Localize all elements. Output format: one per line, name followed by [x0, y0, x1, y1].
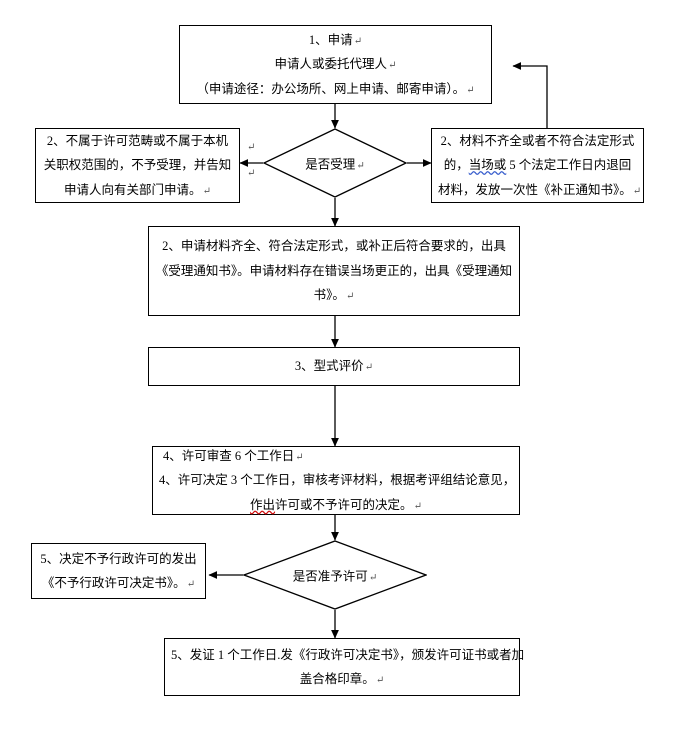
node-type-evaluation[interactable]: 3、型式评价↵	[148, 347, 520, 386]
node-refuse-license-line-1: 5、决定不予行政许可的发出	[40, 551, 197, 566]
node-apply[interactable]: 1、申请↵ 申请人或委托代理人↵ （申请途径：办公场所、网上申请、邮寄申请）。↵	[179, 25, 492, 104]
node-incomplete-materials[interactable]: 2、材料不齐全或者不符合法定形式 的，当场或 5 个法定工作日内退回 材料，发放…	[431, 128, 644, 203]
paragraph-mark-icon: ↵	[353, 35, 363, 47]
paragraph-mark-icon: ↵	[368, 572, 378, 584]
node-reject-scope-line-1: 2、不属于许可范畴或不属于本机	[46, 133, 229, 148]
node-grant-decision[interactable]: 是否准予许可↵	[243, 540, 427, 610]
paragraph-mark-icon: ↵	[202, 185, 211, 197]
node-accepted[interactable]: 2、申请材料齐全、符合法定形式，或补正后符合要求的，出具 《受理通知书》。申请材…	[148, 226, 520, 316]
node-accepted-line-2: 《受理通知书》。申请材料存在错误当场更正的，出具《受理通知	[155, 263, 513, 278]
paragraph-mark-icon: ↵	[466, 84, 475, 96]
paragraph-mark-icon: ↵	[632, 185, 642, 197]
node-accept-decision-label: 是否受理↵	[305, 157, 365, 172]
node-issue-license-line-2: 盖合格印章。↵	[299, 672, 385, 686]
node-review-line-3: 作出许可或不予许可的决定。↵	[250, 497, 422, 512]
node-incomplete-materials-line-1: 2、材料不齐全或者不符合法定形式	[440, 133, 635, 148]
node-accepted-line-3: 书》。↵	[313, 288, 355, 303]
node-reject-scope-line-3: 申请人向有关部门申请。↵	[64, 182, 211, 197]
node-review-line-1: 4、许可审查 6 个工作日↵	[163, 448, 304, 463]
node-review-line-2: 4、许可决定 3 个工作日，审核考评材料，根据考评组结论意见，	[159, 473, 516, 488]
node-review[interactable]: 4、许可审查 6 个工作日↵ 4、许可决定 3 个工作日，审核考评材料，根据考评…	[152, 446, 520, 515]
node-reject-scope[interactable]: 2、不属于许可范畴或不属于本机 关职权范围的，不予受理，并告知 申请人向有关部门…	[35, 128, 240, 203]
connector-incomplete-back-to-apply	[512, 62, 548, 128]
paragraph-mark-icon: ↵	[388, 60, 397, 72]
node-apply-line-1: 1、申请↵	[308, 32, 363, 47]
paragraph-mark-icon: ↵	[356, 160, 365, 172]
node-incomplete-materials-line-2: 的，当场或 5 个法定工作日内退回	[443, 158, 632, 173]
node-refuse-license-line-2: 《不予行政许可决定书》。↵	[41, 576, 196, 590]
paragraph-mark-icon: ↵	[413, 500, 422, 512]
paragraph-mark-icon: ↵	[186, 579, 196, 590]
stray-paragraph-mark-icon-1: ↵	[247, 142, 256, 153]
node-refuse-license[interactable]: 5、决定不予行政许可的发出 《不予行政许可决定书》。↵	[31, 543, 206, 599]
spellcheck-blue-term: 当场或	[468, 158, 507, 173]
node-apply-line-3: （申请途径：办公场所、网上申请、邮寄申请）。↵	[196, 81, 475, 96]
node-type-evaluation-line-1: 3、型式评价↵	[294, 359, 374, 374]
node-issue-license-line-1: 5、发证 1 个工作日.发《行政许可决定书》，颁发许可证书或者加	[171, 647, 525, 662]
node-issue-license[interactable]: 5、发证 1 个工作日.发《行政许可决定书》，颁发许可证书或者加 盖合格印章。↵	[164, 638, 525, 696]
stray-paragraph-mark-icon-2: ↵	[247, 168, 256, 179]
paragraph-mark-icon: ↵	[295, 451, 304, 463]
node-accepted-line-1: 2、申请材料齐全、符合法定形式，或补正后符合要求的，出具	[162, 239, 506, 254]
node-incomplete-materials-line-3: 材料，发放一次性《补正通知书》。↵	[438, 182, 642, 197]
node-apply-line-2: 申请人或委托代理人↵	[274, 57, 397, 72]
paragraph-mark-icon: ↵	[375, 675, 385, 686]
node-accept-decision[interactable]: 是否受理↵	[263, 128, 407, 198]
spellcheck-red-term: 作出	[250, 497, 276, 512]
node-grant-decision-label: 是否准予许可↵	[292, 569, 378, 584]
paragraph-mark-icon: ↵	[345, 291, 355, 303]
node-reject-scope-line-2: 关职权范围的，不予受理，并告知	[43, 158, 232, 173]
paragraph-mark-icon: ↵	[364, 362, 374, 374]
